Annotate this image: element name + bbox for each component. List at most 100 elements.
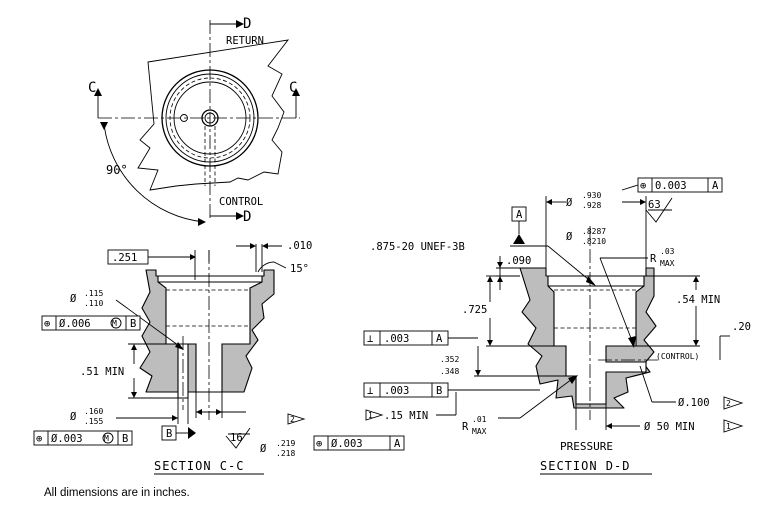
dim-54-arrow1 — [693, 276, 699, 282]
datum-a-triangle — [513, 234, 525, 244]
dim-090-arrow1 — [497, 262, 503, 268]
dim-010-arrow2 — [262, 243, 268, 249]
angle-15: 15° — [290, 263, 309, 275]
control-label: (CONTROL) — [656, 352, 699, 361]
fcf3-symbol: ⊕ — [316, 438, 322, 450]
perp1-datum: A — [436, 333, 443, 345]
datum-b-triangle — [188, 427, 196, 439]
dim-51: .51 MIN — [80, 366, 124, 378]
angle-15-leader — [273, 261, 287, 269]
thread-arrow — [586, 276, 596, 286]
label-return: RETURN — [226, 35, 264, 47]
dia100: Ø.100 — [678, 397, 710, 409]
note2-dd: 2 — [726, 399, 731, 408]
fcf-perp-a: ⊥ .003 A — [363, 330, 449, 346]
fcf1-tol: Ø.006 — [59, 318, 91, 330]
fcf1-symbol: ⊕ — [44, 318, 50, 330]
dim-54-arrow2 — [693, 340, 699, 346]
section-dd-title: SECTION D-D — [540, 459, 630, 473]
dia219-arrow2 — [216, 409, 222, 415]
fcf-position-003-a: ⊕ Ø.003 A — [313, 435, 405, 451]
note1-a: 1 — [368, 411, 373, 420]
fcf2-symbol: ⊕ — [36, 433, 42, 445]
dim-725: .725 — [462, 304, 487, 316]
dim-352: .352 — [440, 355, 459, 364]
fcf2-tol: Ø.003 — [51, 433, 83, 445]
note2-cc: 2 — [290, 415, 295, 424]
r03-max: MAX — [660, 259, 675, 268]
perp2-tol: .003 — [384, 385, 409, 397]
thread-leader-2 — [547, 245, 595, 285]
dia160-prefix: Ø — [70, 411, 77, 423]
section-c-arrow-left — [94, 88, 102, 96]
r03-leader-2 — [599, 257, 635, 347]
perp1-symbol: ⊥ — [367, 333, 373, 345]
angle-15-arc — [257, 261, 275, 273]
dia115-upper: .115 — [84, 289, 103, 298]
dia115-prefix: Ø — [70, 293, 77, 305]
fcf-top-leader — [621, 184, 639, 191]
dim-090: .090 — [506, 255, 531, 267]
finish-63: 63 — [648, 199, 661, 211]
dia50: Ø 50 MIN — [644, 421, 695, 433]
section-d-arrow-top — [236, 20, 244, 28]
perp2-symbol: ⊥ — [367, 385, 373, 397]
fcf1-datum: B — [130, 318, 136, 330]
dia930-lower: .928 — [582, 201, 601, 210]
dim-20: .20 — [732, 321, 751, 333]
section-cc-title: SECTION C-C — [154, 459, 244, 473]
fcf-top-datum: A — [712, 180, 719, 192]
fcf2-mod: M — [104, 434, 109, 443]
dim-54: .54 MIN — [676, 294, 720, 306]
dia219-arrow1 — [196, 409, 202, 415]
r01-r: R — [462, 421, 469, 433]
fcf3-tol: Ø.003 — [331, 438, 363, 450]
section-d-arrow-bottom — [236, 212, 244, 220]
footer-note: All dimensions are in inches. — [44, 487, 190, 499]
perp2-datum: B — [436, 385, 442, 397]
angle-arrow-start — [100, 122, 108, 130]
finish-16-symbol — [225, 427, 251, 449]
dia100-leader-2 — [639, 365, 653, 403]
dia115-lower: .110 — [84, 299, 103, 308]
note2-flag-dd — [723, 396, 744, 410]
datum-a: A — [516, 209, 523, 221]
note1-b: 1 — [726, 422, 731, 431]
angle-arc — [103, 123, 205, 223]
fcf3-datum: A — [394, 438, 401, 450]
label-d-top: D — [243, 16, 251, 32]
dim-010-arrow1 — [250, 243, 256, 249]
dim-725-arrow2 — [487, 340, 493, 346]
dim-348: .348 — [440, 367, 459, 376]
section-dd: ⊕ 0.003 A Ø .930 .928 63 A .875-20 UNEF-… — [363, 177, 751, 475]
fcf-position-006: ⊕ Ø.006 M B — [41, 315, 141, 331]
datum-b: B — [166, 428, 172, 440]
dim-251: .251 — [112, 252, 137, 264]
angle-90-label: 90° — [106, 163, 128, 177]
dia930-arrow2 — [640, 199, 646, 205]
label-c-left: C — [88, 80, 96, 96]
fcf-position-003-mb: ⊕ Ø.003 M B — [33, 430, 133, 446]
dim-725-arrow1 — [487, 276, 493, 282]
thread-spec: .875-20 UNEF-3B — [370, 241, 465, 253]
dim-15: .15 MIN — [384, 410, 428, 422]
note1-flag-b — [723, 419, 744, 433]
section-cc: .251 .010 15° Ø .115 .110 ⊕ Ø.006 M — [33, 240, 405, 475]
section-c-arrow-right — [292, 88, 300, 96]
label-control: CONTROL — [219, 196, 263, 208]
dim-51-arrow1 — [131, 344, 137, 350]
pressure-label: PRESSURE — [560, 440, 613, 453]
r03-arrow — [628, 336, 636, 348]
dim-010: .010 — [287, 240, 312, 252]
dia930-arrow1 — [546, 199, 552, 205]
dim-51-arrow2 — [131, 392, 137, 398]
label-d-bottom: D — [243, 209, 251, 225]
fcf-perp-b: ⊥ .003 B — [363, 382, 449, 398]
dia160-lower: .155 — [84, 417, 103, 426]
dia115-arrow — [175, 342, 184, 350]
fcf-top-symbol: ⊕ — [640, 180, 646, 192]
finish-63-symbol — [645, 197, 673, 223]
angle-arrow-end — [198, 218, 206, 226]
dia219-upper: .219 — [276, 439, 295, 448]
